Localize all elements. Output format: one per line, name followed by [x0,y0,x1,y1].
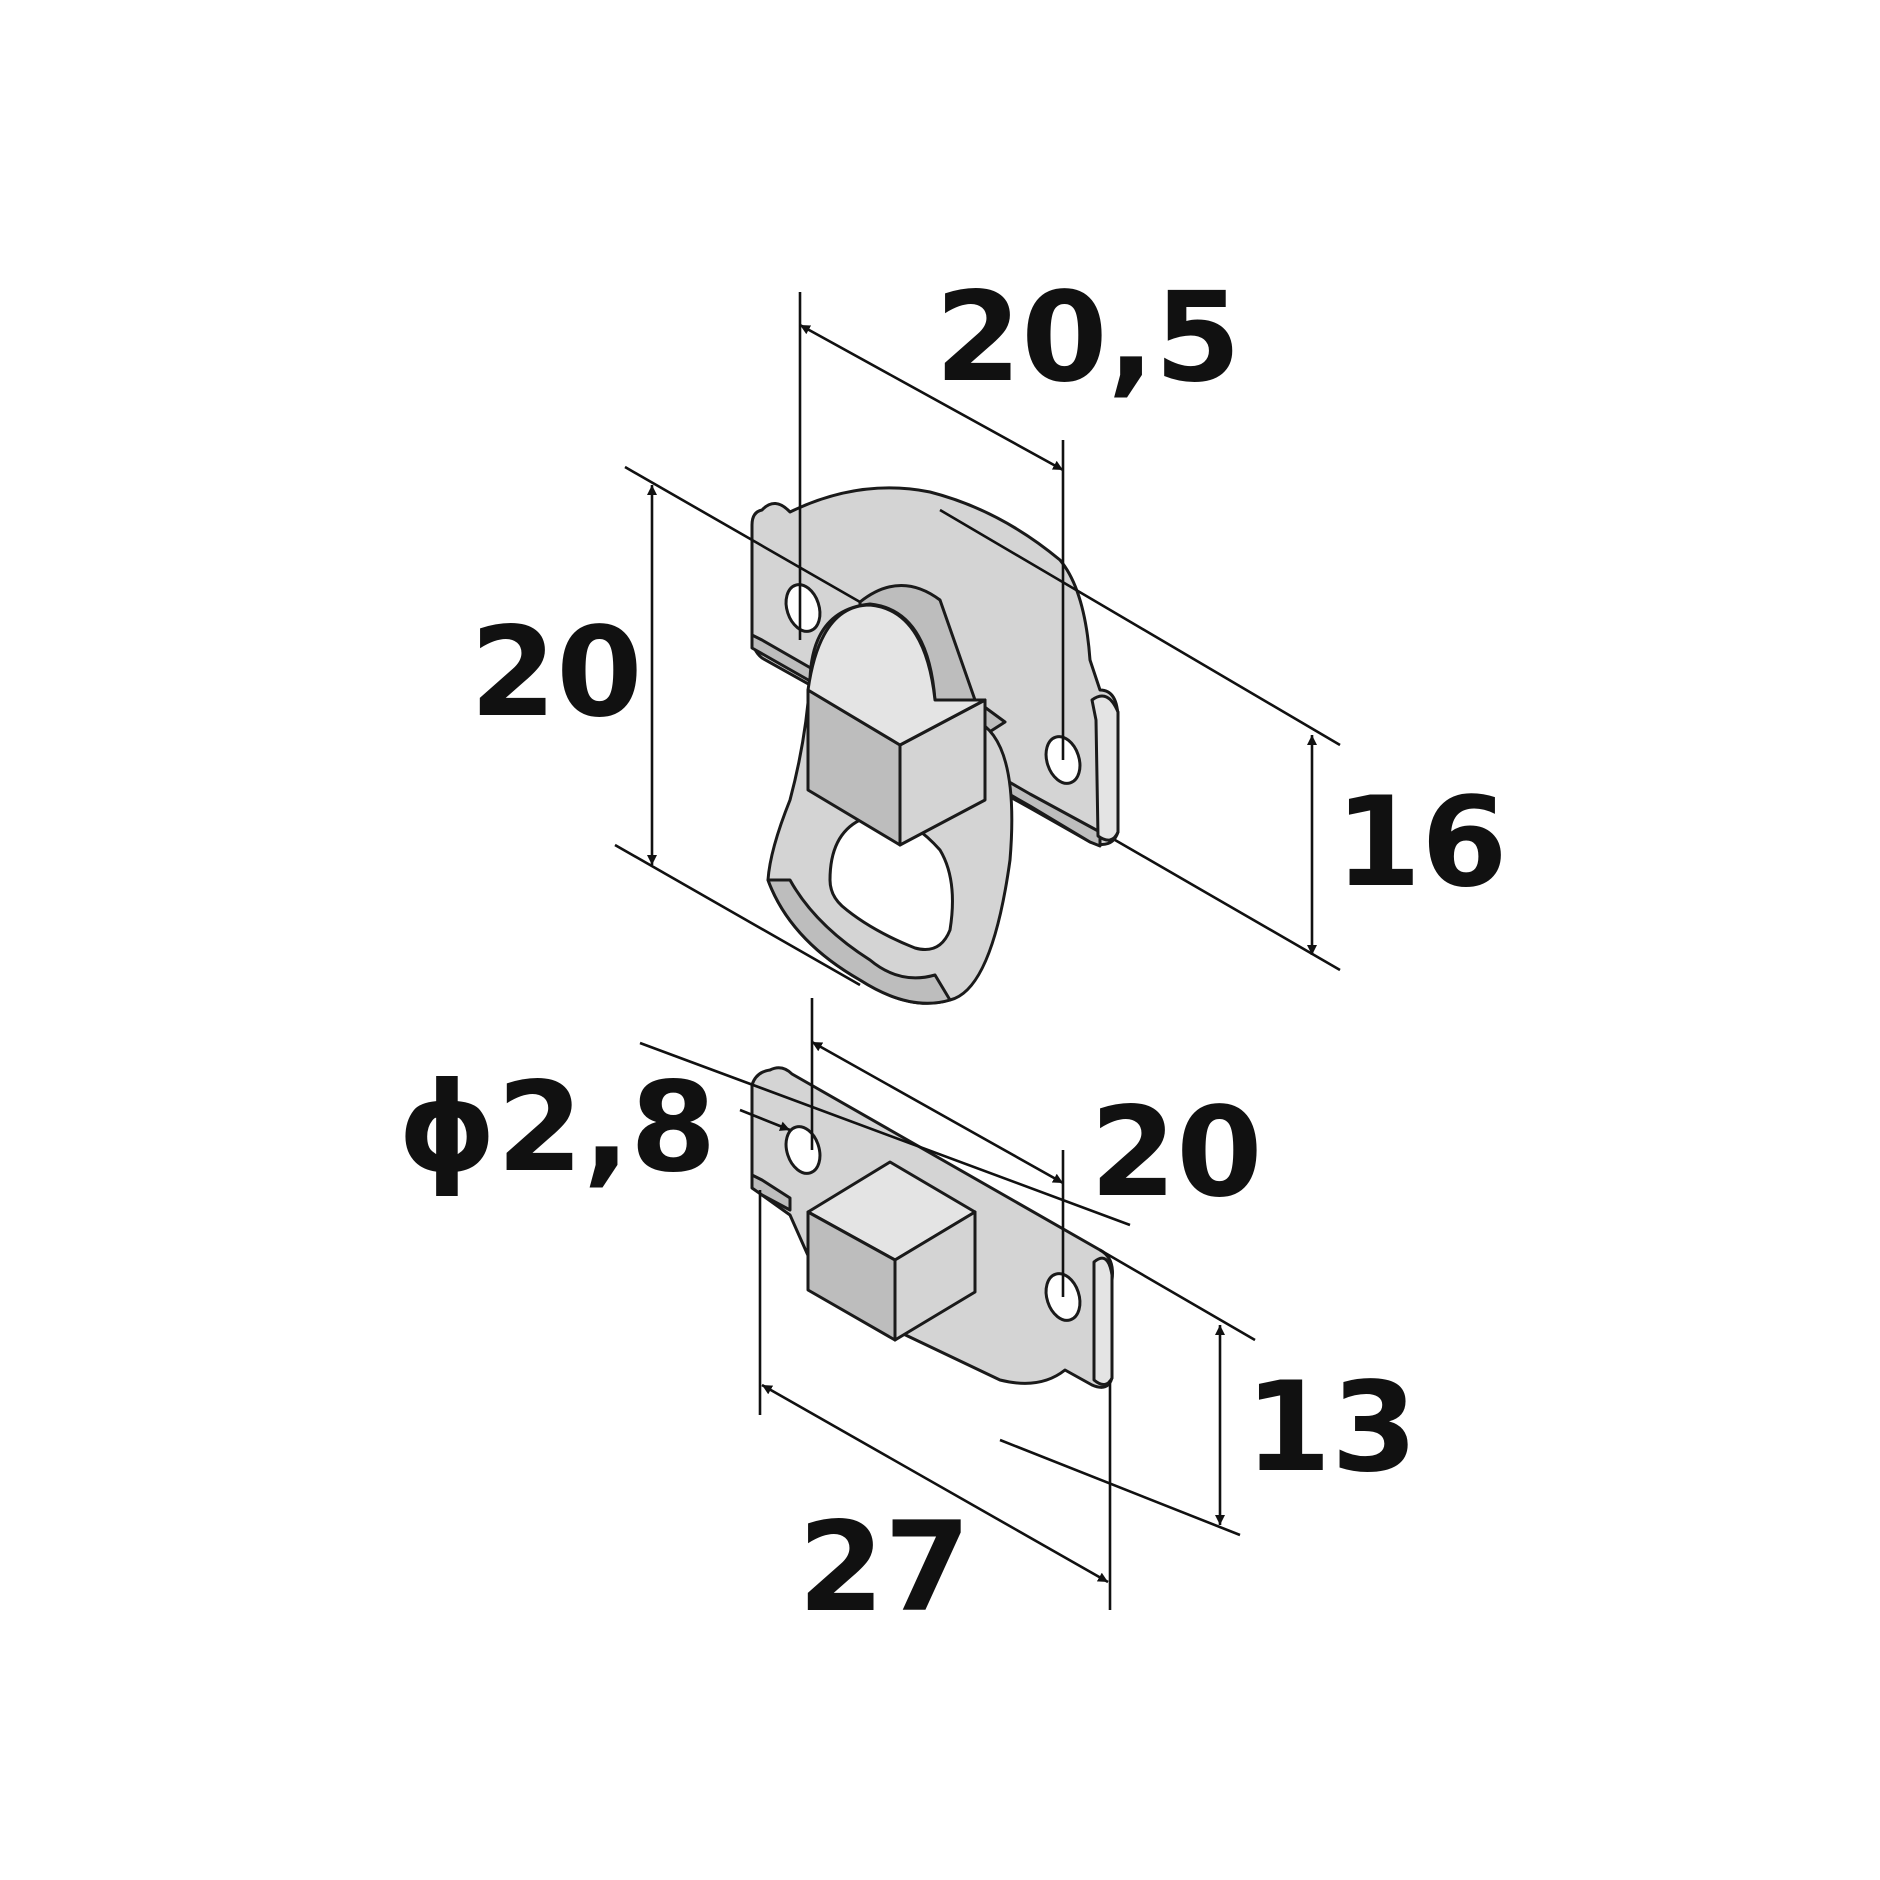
label-hasp-hole-spacing: 20,5 [935,266,1241,410]
dimension-lines [614,292,1341,1610]
dim-line-hasp-spacing [799,323,1064,472]
hasp-plate-flange [1090,694,1120,842]
dim-leader-hole [739,1108,791,1132]
staple-part [750,1066,1114,1389]
staple-plate-flange [1092,1256,1114,1386]
staple-plate-edge [750,1173,792,1212]
label-staple-height: 13 [1245,1356,1418,1500]
hasp-part [750,486,1120,1005]
staple-block-side [893,1210,977,1342]
label-hasp-plate-height: 16 [1335,771,1508,915]
dim-line-staple-length [761,1383,1109,1584]
label-hole-diameter: ϕ2,8 [398,1056,716,1200]
label-staple-hole-spacing: 20 [1090,1081,1263,1225]
dimension-labels: 20,5 20 16 ϕ2,8 20 13 27 [398,266,1508,1640]
label-hasp-height: 20 [470,601,643,745]
hasp-block-top [806,603,987,747]
label-staple-length: 27 [798,1496,971,1640]
hasp-hole-left [784,583,822,633]
dim-line-staple-spacing [811,1040,1064,1185]
hasp-loop-bevel [766,878,952,1005]
